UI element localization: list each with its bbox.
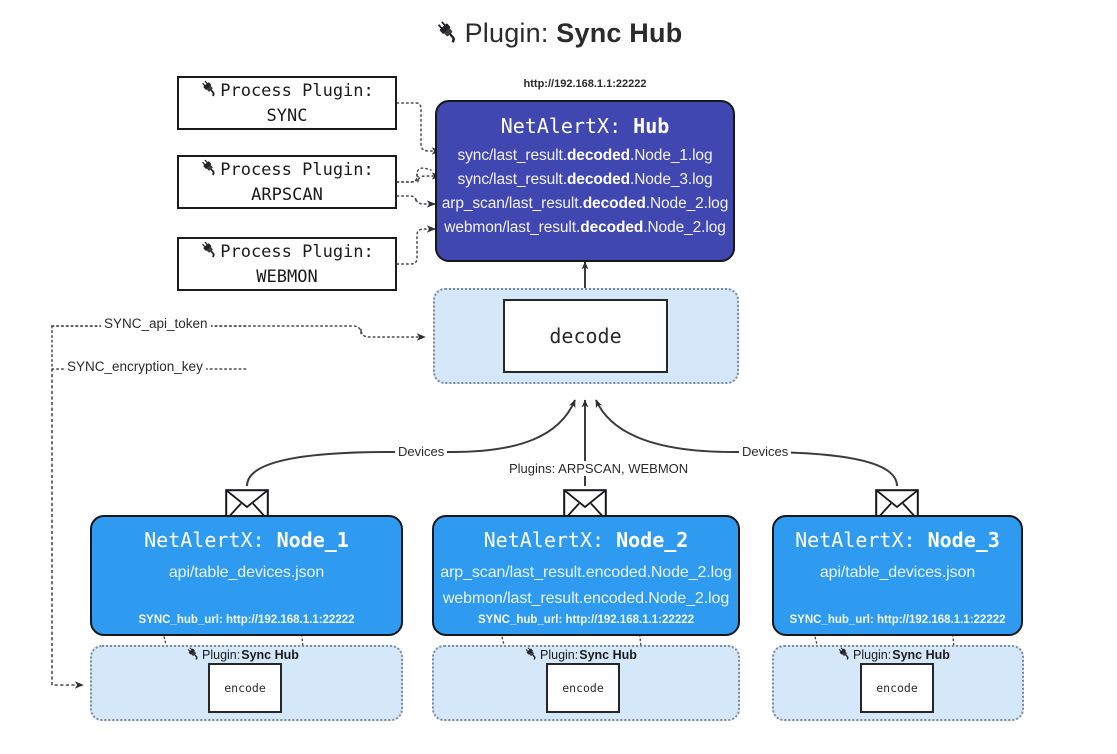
process-plugin-label: Process Plugin: [220,160,374,181]
process-plugin-name: ARPSCAN [251,184,323,205]
node-title-prefix: NetAlertX: [483,528,617,552]
envelope-icon [225,489,269,526]
sync-api-token-label: SYNC_api_token [101,316,211,331]
process-plugin-name: WEBMON [256,266,318,287]
plug-icon [200,240,219,266]
hub-node[interactable]: NetAlertX: Hub sync/last_result.decoded.… [435,100,735,262]
log-pre: webmon/last_result. [444,219,581,236]
encode-cluster-label-node-1: Plugin: Sync Hub [186,646,299,664]
node-line-list: api/table_devices.json [169,564,324,614]
node-line: api/table_devices.json [819,564,976,581]
encode-cluster-label-prefix: Plugin: [202,648,241,662]
plug-icon [837,646,852,664]
log-pre: arp_scan/last_result. [441,195,583,212]
log-post: .Node_3.log [629,171,713,188]
process-plugin-box-webmon[interactable]: Process Plugin: WEBMON [177,237,397,291]
encode-box-node-3[interactable]: encode [860,663,934,713]
page-title-name: Sync Hub [556,18,683,48]
log-post: .Node_2.log [643,219,726,236]
hub-title-name: Hub [633,114,670,138]
log-pre: sync/last_result. [457,171,568,188]
node-title-prefix: NetAlertX: [144,528,277,552]
log-post: .Node_1.log [629,147,713,164]
hub-log-line: sync/last_result.decoded.Node_3.log [458,171,713,189]
page-title-prefix: Plugin: [464,18,557,48]
edge-label-devices-right: Devices [739,444,792,459]
node-title: NetAlertX: Node_1 [144,528,349,552]
node-title-prefix: NetAlertX: [795,528,928,552]
node-line: webmon/last_result.encoded.Node_2.log [442,590,730,607]
log-mid: decoded [580,219,644,236]
edge-label-devices-left: Devices [395,444,448,459]
process-plugin-label: Process Plugin: [220,81,374,102]
process-plugin-label: Process Plugin: [220,242,374,263]
plug-icon [435,19,461,52]
decode-box[interactable]: decode [503,299,668,373]
plug-icon [200,158,219,184]
node-title-name: Node_2 [616,528,689,552]
log-mid: decoded [582,195,646,212]
edge-label-plugins-center: Plugins: ARPSCAN, WEBMON [506,461,692,476]
encode-cluster-label-prefix: Plugin: [853,648,892,662]
node-hub-url: SYNC_hub_url: http://192.168.1.1:22222 [789,614,1006,626]
plug-icon [200,79,219,105]
encode-box-node-1[interactable]: encode [208,663,282,713]
sync-encryption-key-label: SYNC_encryption_key [64,359,206,374]
process-plugin-box-arpscan[interactable]: Process Plugin: ARPSCAN [177,155,397,209]
log-pre: sync/last_result. [457,147,568,164]
page-title: Plugin: Sync Hub [0,18,1117,52]
node-title: NetAlertX: Node_3 [795,528,1000,552]
node-title-name: Node_3 [927,528,1000,552]
process-plugin-name: SYNC [266,105,308,126]
encode-cluster-label-node-2: Plugin: Sync Hub [524,646,637,664]
process-plugin-box-sync[interactable]: Process Plugin: SYNC [177,76,397,130]
hub-log-line: webmon/last_result.decoded.Node_2.log [444,219,726,237]
hub-title-prefix: NetAlertX: [500,114,634,138]
node-box-node-2[interactable]: NetAlertX: Node_2 arp_scan/last_result.e… [432,515,740,636]
encode-cluster-label-node-3: Plugin: Sync Hub [837,646,950,664]
node-line: arp_scan/last_result.encoded.Node_2.log [440,564,732,581]
node-line-list: arp_scan/last_result.encoded.Node_2.log … [440,564,732,614]
hub-log-line: arp_scan/last_result.decoded.Node_2.log [441,195,729,213]
node-line: api/table_devices.json [168,564,325,581]
node-box-node-1[interactable]: NetAlertX: Node_1 api/table_devices.json… [90,515,403,636]
hub-log-list: sync/last_result.decoded.Node_1.log sync… [437,147,733,237]
encode-cluster-label-name: Sync Hub [579,648,637,662]
node-hub-url: SYNC_hub_url: http://192.168.1.1:22222 [477,614,695,626]
node-title: NetAlertX: Node_2 [484,528,689,552]
encode-box-node-2[interactable]: encode [546,663,620,713]
encode-cluster-label-name: Sync Hub [892,648,950,662]
encode-cluster-label-name: Sync Hub [241,648,299,662]
hub-title: NetAlertX: Hub [437,114,733,138]
node-line-list: api/table_devices.json [820,564,975,614]
node-hub-url: SYNC_hub_url: http://192.168.1.1:22222 [138,614,355,626]
plug-icon [186,646,201,664]
log-mid: decoded [566,147,630,164]
node-box-node-3[interactable]: NetAlertX: Node_3 api/table_devices.json… [772,515,1023,636]
plug-icon [524,646,539,664]
hub-log-line: sync/last_result.decoded.Node_1.log [458,147,713,165]
hub-url-label: http://192.168.1.1:22222 [523,78,647,90]
encode-cluster-label-prefix: Plugin: [540,648,579,662]
log-post: .Node_2.log [645,195,729,212]
log-mid: decoded [566,171,630,188]
node-title-name: Node_1 [276,528,349,552]
